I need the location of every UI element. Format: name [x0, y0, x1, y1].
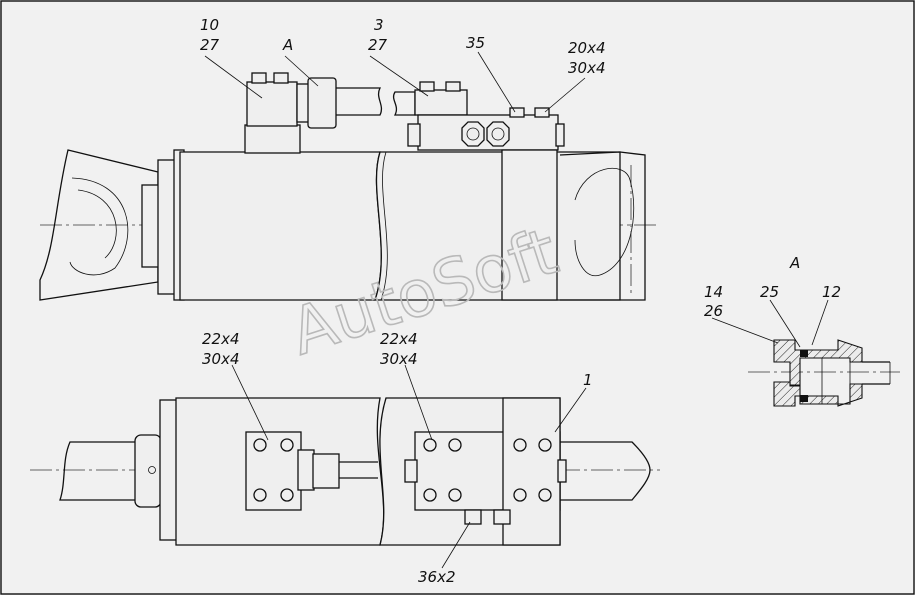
fitting-plan	[297, 449, 315, 491]
bolt-head	[509, 107, 525, 118]
label-27b: 27	[368, 36, 388, 54]
label-1: 1	[583, 371, 593, 389]
bolt-head	[251, 72, 267, 84]
rod-right	[560, 441, 651, 501]
bolt-head	[419, 81, 435, 92]
label-26: 26	[704, 302, 723, 320]
left-rod-eye	[39, 149, 159, 301]
end-plug	[407, 123, 421, 147]
label-12: 12	[822, 283, 841, 301]
label-22x4b: 22х4	[380, 330, 418, 348]
leader-lines-top	[204, 51, 586, 113]
union-plan	[312, 453, 340, 489]
detail-title: А	[789, 254, 800, 272]
bolt-head	[445, 81, 461, 92]
block-3	[414, 89, 468, 116]
plug-plan	[404, 459, 418, 483]
label-25: 25	[760, 283, 779, 301]
label-20x4: 20х4	[568, 39, 606, 57]
gland-flange	[141, 184, 161, 268]
label-view-a: А	[282, 36, 293, 54]
right-rod-eye	[559, 151, 646, 301]
bolt-head	[534, 107, 550, 118]
bolt-head	[273, 72, 289, 84]
end-plug	[555, 123, 565, 147]
label-30x4c: 30х4	[380, 350, 418, 368]
bolt-36	[493, 509, 511, 525]
hex-plug	[486, 121, 510, 147]
bracket-plan	[502, 397, 561, 546]
mounting-bracket	[501, 149, 558, 301]
label-35: 35	[466, 34, 485, 52]
gland-flange-plan	[159, 399, 179, 541]
union-fitting-a	[307, 77, 337, 129]
label-30x4b: 30х4	[202, 350, 240, 368]
cylinder-plan-view	[30, 397, 660, 546]
leader-lines-detail	[711, 299, 829, 348]
gland-nut-plan	[134, 434, 162, 508]
detail-a-section	[748, 339, 900, 407]
label-10: 10	[200, 16, 219, 34]
label-36x2: 36х2	[418, 568, 456, 586]
hex-plug	[461, 121, 485, 147]
bolt-pattern-left	[253, 438, 294, 502]
label-22x4a: 22х4	[202, 330, 240, 348]
bolt-pattern-right	[423, 438, 552, 502]
bolt-block-left	[245, 431, 302, 511]
rod-left	[59, 441, 143, 501]
cylinder-barrel-right	[374, 151, 621, 301]
valve-block-10	[246, 81, 298, 127]
plug-plan	[557, 459, 567, 483]
label-14: 14	[704, 283, 723, 301]
label-3: 3	[374, 16, 384, 34]
pipe-right	[392, 91, 416, 116]
label-30x4a: 30х4	[568, 59, 606, 77]
cylinder-side-view	[39, 72, 660, 301]
leader-lines-bottom	[231, 364, 587, 569]
valve-housing	[244, 124, 301, 154]
label-27a: 27	[200, 36, 220, 54]
bolt-36	[464, 509, 482, 525]
position-labels: 10 27 А 3 27 35 20х4 30х4 22х4 30х4 22х4…	[200, 16, 841, 586]
fitting-nut	[296, 83, 310, 123]
pipe-left	[336, 87, 383, 116]
